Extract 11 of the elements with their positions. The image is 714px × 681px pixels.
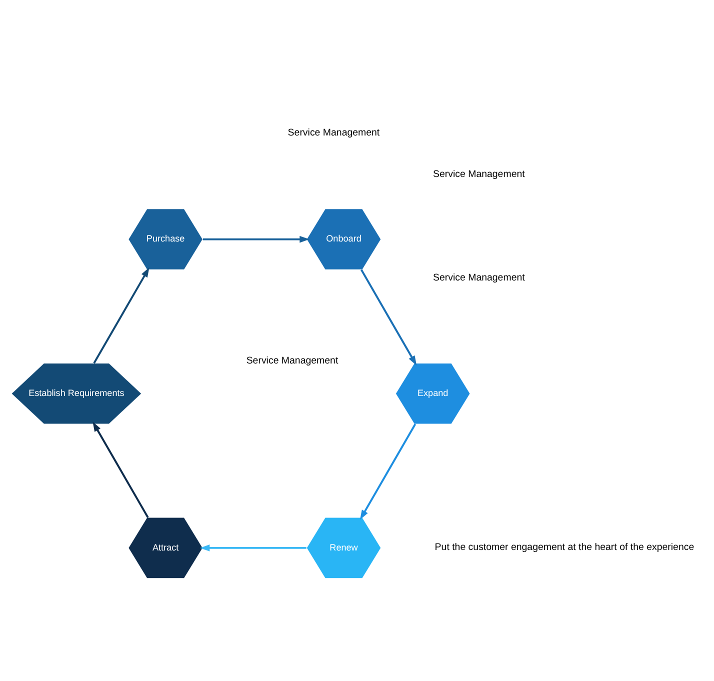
label: Service Management xyxy=(246,355,338,366)
label: Service Management xyxy=(432,272,525,284)
arrow xyxy=(93,267,150,364)
label: Service Management xyxy=(432,168,525,180)
arrow xyxy=(92,422,149,518)
arrow xyxy=(360,269,417,366)
arrow xyxy=(200,544,306,552)
label: Service Management xyxy=(288,127,380,138)
arrow xyxy=(360,424,416,520)
label: Put the customer engagement at the heart of the experience xyxy=(434,542,694,554)
arrow xyxy=(202,236,310,243)
